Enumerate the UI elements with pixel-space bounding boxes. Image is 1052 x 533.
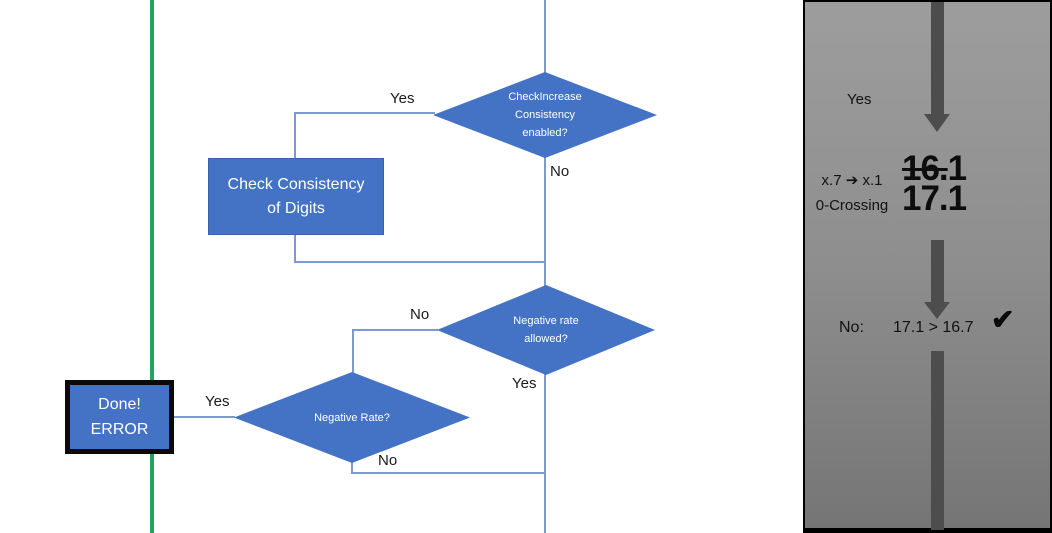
connector-yes2-vertical xyxy=(544,374,546,533)
terminator-done-error: Done! ERROR xyxy=(65,380,174,454)
edge-label-negative-allowed-no: No xyxy=(410,306,430,323)
old-rate-rest: 1 xyxy=(947,149,967,188)
connector-process-out-vertical xyxy=(294,234,296,263)
edge-label-negative-rate-yes: Yes xyxy=(205,393,230,410)
down-arrow-shaft xyxy=(931,2,944,114)
decision-text-line: enabled? xyxy=(522,127,568,139)
down-arrow2-shaft xyxy=(931,240,944,302)
connector-no3-vertical xyxy=(351,461,353,474)
connector-process-out-horizontal xyxy=(294,261,546,263)
connector-top-vertical xyxy=(544,0,546,73)
panel-result-comparison: 17.1 > 16.7 xyxy=(893,319,974,336)
new-rate-value: 17.1 xyxy=(902,179,967,218)
down-arrow2-head-icon xyxy=(924,302,950,319)
edge-label-check-increase-yes: Yes xyxy=(390,90,415,107)
terminator-text-line: Done! xyxy=(98,396,141,413)
decision-text-line: Negative rate xyxy=(513,315,579,327)
connector-no2-vertical xyxy=(352,329,354,373)
check-icon: ✔ xyxy=(991,304,1015,335)
connector-no1-vertical xyxy=(544,157,546,286)
down-bar-shaft xyxy=(931,351,944,530)
edge-label-check-increase-no: No xyxy=(550,163,570,180)
zero-crossing-note-line2: 0-Crossing xyxy=(815,197,889,214)
connector-no3-horizontal xyxy=(351,472,546,474)
zero-crossing-note: x.7 ➔ x.1 0-Crossing xyxy=(807,168,897,218)
rate-values: 16.1 17.1 xyxy=(902,151,967,218)
panel-yes-label: Yes xyxy=(847,91,872,108)
decision-text-line: Consistency xyxy=(515,109,575,121)
decision-text-line: Negative Rate? xyxy=(314,411,390,424)
process-check-consistency-of-digits: Check Consistency of Digits xyxy=(208,158,384,235)
connector-yes3-horizontal xyxy=(172,416,235,418)
annotation-panel: Yes x.7 ➔ x.1 0-Crossing 16.1 17.1 No: 1… xyxy=(803,0,1052,533)
edge-label-negative-allowed-yes: Yes xyxy=(512,375,537,392)
old-rate-value: 16.1 xyxy=(902,151,967,186)
connector-yes1-horizontal xyxy=(295,112,435,114)
decision-text-line: CheckIncrease xyxy=(508,91,582,103)
decision-negative-rate: Negative Rate? xyxy=(234,372,470,463)
old-rate-struck: 16. xyxy=(902,149,949,188)
down-arrow-head-icon xyxy=(924,114,950,132)
connector-no2-horizontal xyxy=(353,329,438,331)
process-text-line: of Digits xyxy=(267,199,325,217)
process-text-line: Check Consistency xyxy=(227,175,365,193)
zero-crossing-note-line1: x.7 ➔ x.1 xyxy=(821,172,883,189)
decision-text-line: allowed? xyxy=(524,333,568,345)
edge-label-negative-rate-no: No xyxy=(378,452,398,469)
decision-check-increase-consistency: CheckIncrease Consistency enabled? xyxy=(433,72,657,158)
connector-yes1-vertical xyxy=(294,112,296,159)
panel-result-no-label: No: xyxy=(839,319,864,336)
green-divider-line xyxy=(150,0,154,533)
terminator-text-line: ERROR xyxy=(90,421,149,438)
decision-negative-rate-allowed: Negative rate allowed? xyxy=(437,285,655,375)
